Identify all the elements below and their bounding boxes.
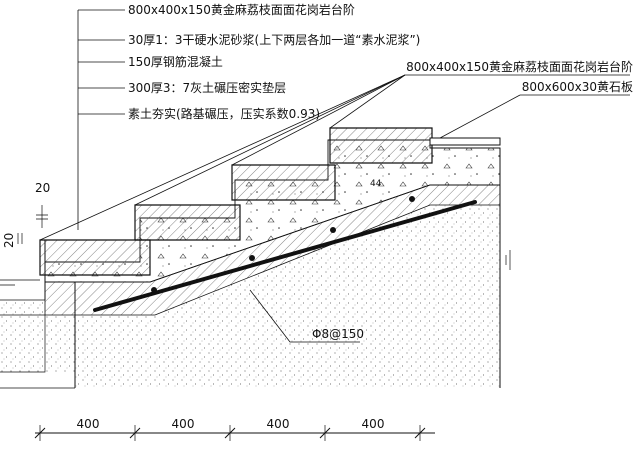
bottom-dimension: 400 400 400 400 <box>34 417 435 441</box>
soil-fill <box>0 205 500 388</box>
rebar-dots <box>151 196 415 293</box>
label-stone-step: 800x400x150黄金麻荔枝面面花岗岩台阶 <box>128 2 355 17</box>
dim-seg-1: 400 <box>77 417 100 431</box>
label-rebar: Φ8@150 <box>312 327 364 341</box>
dim-20-side: 20 <box>2 233 16 248</box>
rebar-line <box>93 200 477 312</box>
leader-lines <box>39 9 630 343</box>
label-concrete: 150厚钢筋混凝土 <box>128 54 223 69</box>
dim-seg-3: 400 <box>267 417 290 431</box>
dim-seg-4: 400 <box>362 417 385 431</box>
soil-outline <box>0 315 46 373</box>
label-soil: 素土夯实(路基碾压，压实系数0.93) <box>128 106 320 121</box>
label-lime-soil: 300厚3：7灰土碾压密实垫层 <box>128 80 286 95</box>
dim-20-top: 20 <box>35 181 50 195</box>
label-right-step: 800x400x150黄金麻荔枝面面花岗岩台阶 <box>406 59 633 74</box>
dim-seg-2: 400 <box>172 417 195 431</box>
stone-steps <box>39 127 501 276</box>
mark-44: 44 <box>370 179 382 189</box>
label-right-slab: 800x600x30黄石板 <box>522 80 633 94</box>
label-mortar: 30厚1：3干硬水泥砂浆(上下两层各加一道“素水泥浆”) <box>128 32 420 47</box>
